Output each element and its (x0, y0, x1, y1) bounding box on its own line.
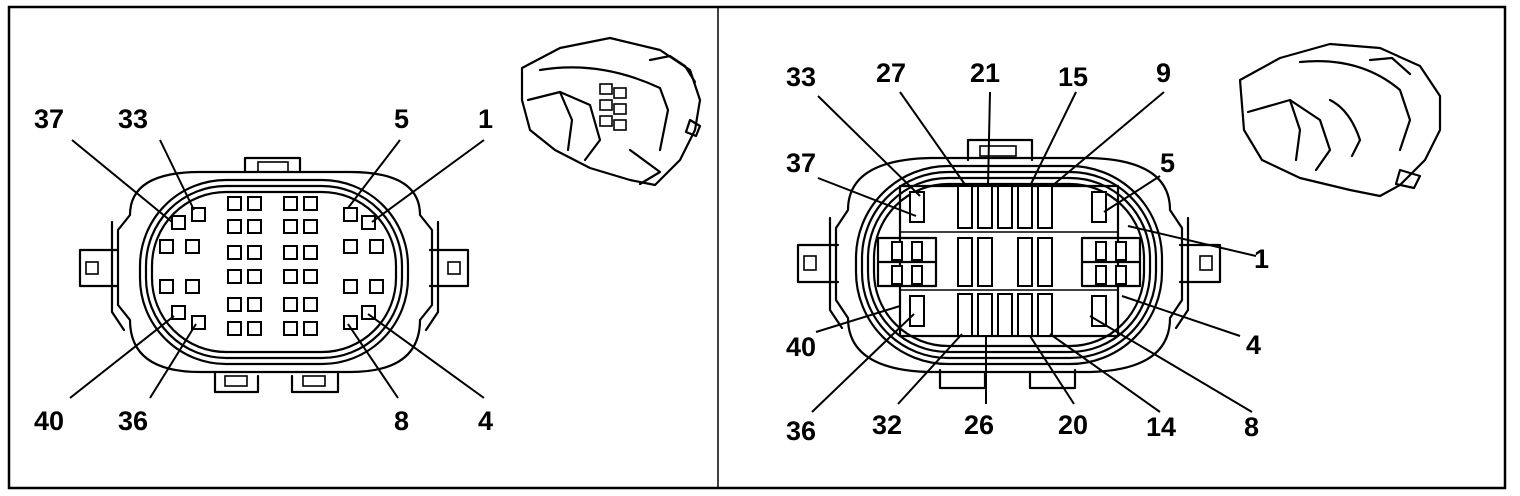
pin-cavity (957, 293, 973, 337)
pin-cavity (1037, 293, 1053, 337)
right-label-1: 1 (1254, 244, 1269, 274)
pin-cavity (343, 279, 358, 294)
pin-cavity (227, 245, 242, 260)
right-label-5: 5 (1160, 148, 1175, 178)
pin-cavity (957, 185, 973, 229)
right-label-32: 32 (872, 410, 902, 440)
pin-cavity (171, 215, 186, 230)
pin-cavity (303, 321, 318, 336)
right-connector-perspective (1238, 42, 1442, 198)
pin-cavity (343, 207, 358, 222)
pin-cavity (977, 185, 993, 229)
pin-cavity (227, 196, 242, 211)
pin-cavity (283, 321, 298, 336)
pin-cavity (247, 219, 262, 234)
pin-cavity (283, 245, 298, 260)
right-connector-face (796, 91, 1257, 413)
pin-cavity (1017, 237, 1033, 287)
pin-cavity (1037, 185, 1053, 229)
outer-frame (7, 5, 1507, 490)
pin-cavity (227, 321, 242, 336)
pin-cavity (227, 297, 242, 312)
pin-cavity (997, 185, 1013, 229)
right-label-9: 9 (1156, 58, 1171, 88)
pin-cavity (283, 269, 298, 284)
pin-cavity (303, 196, 318, 211)
pin-cavity (191, 207, 206, 222)
pin-cavity (957, 237, 973, 287)
right-label-21: 21 (970, 58, 1000, 88)
pin-cavity (283, 196, 298, 211)
right-pin-cavities (909, 185, 1107, 337)
pin-cavity (1017, 185, 1033, 229)
pin-cavity (185, 239, 200, 254)
pin-cavity (185, 279, 200, 294)
right-label-15: 15 (1058, 62, 1088, 92)
pin-cavity (247, 297, 262, 312)
right-label-20: 20 (1058, 410, 1088, 440)
left-label-33: 33 (118, 104, 148, 134)
pin-cavity (909, 191, 925, 223)
pin-cavity (247, 321, 262, 336)
pin-cavity (171, 305, 186, 320)
pin-cavity (343, 239, 358, 254)
right-label-37: 37 (786, 148, 816, 178)
left-pin-cavities (159, 196, 384, 336)
pin-cavity (303, 219, 318, 234)
pin-cavity (247, 269, 262, 284)
pin-cavity (1091, 191, 1107, 223)
left-connector-perspective (520, 36, 702, 187)
left-label-8: 8 (394, 406, 409, 436)
pin-cavity (303, 245, 318, 260)
pin-cavity (369, 239, 384, 254)
pin-cavity (227, 219, 242, 234)
left-label-4: 4 (478, 406, 493, 436)
pin-cavity (361, 215, 376, 230)
left-label-5: 5 (394, 104, 409, 134)
left-connector-face (69, 139, 485, 399)
left-label-1: 1 (478, 104, 493, 134)
left-label-37: 37 (34, 104, 64, 134)
pin-cavity (997, 293, 1013, 337)
pin-cavity (977, 237, 993, 287)
pin-cavity (369, 279, 384, 294)
right-label-36: 36 (786, 416, 816, 446)
right-label-4: 4 (1246, 330, 1261, 360)
pin-cavity (247, 196, 262, 211)
pin-cavity (159, 279, 174, 294)
pin-cavity (909, 295, 925, 327)
right-label-14: 14 (1146, 412, 1176, 442)
right-label-26: 26 (964, 410, 994, 440)
pin-cavity (283, 219, 298, 234)
pin-cavity (283, 297, 298, 312)
right-label-33: 33 (786, 62, 816, 92)
pin-cavity (977, 293, 993, 337)
left-label-40: 40 (34, 406, 64, 436)
right-label-27: 27 (876, 58, 906, 88)
left-label-36: 36 (118, 406, 148, 436)
right-label-40: 40 (786, 332, 816, 362)
pin-cavity (303, 297, 318, 312)
pin-cavity (227, 269, 242, 284)
right-label-8: 8 (1244, 412, 1259, 442)
pin-cavity (247, 245, 262, 260)
pin-cavity (1037, 237, 1053, 287)
pin-cavity (303, 269, 318, 284)
pin-cavity (1017, 293, 1033, 337)
pin-labels: 37 33 5 1 40 36 8 4 33 27 21 15 9 37 40 … (34, 58, 1269, 446)
pin-cavity (159, 239, 174, 254)
